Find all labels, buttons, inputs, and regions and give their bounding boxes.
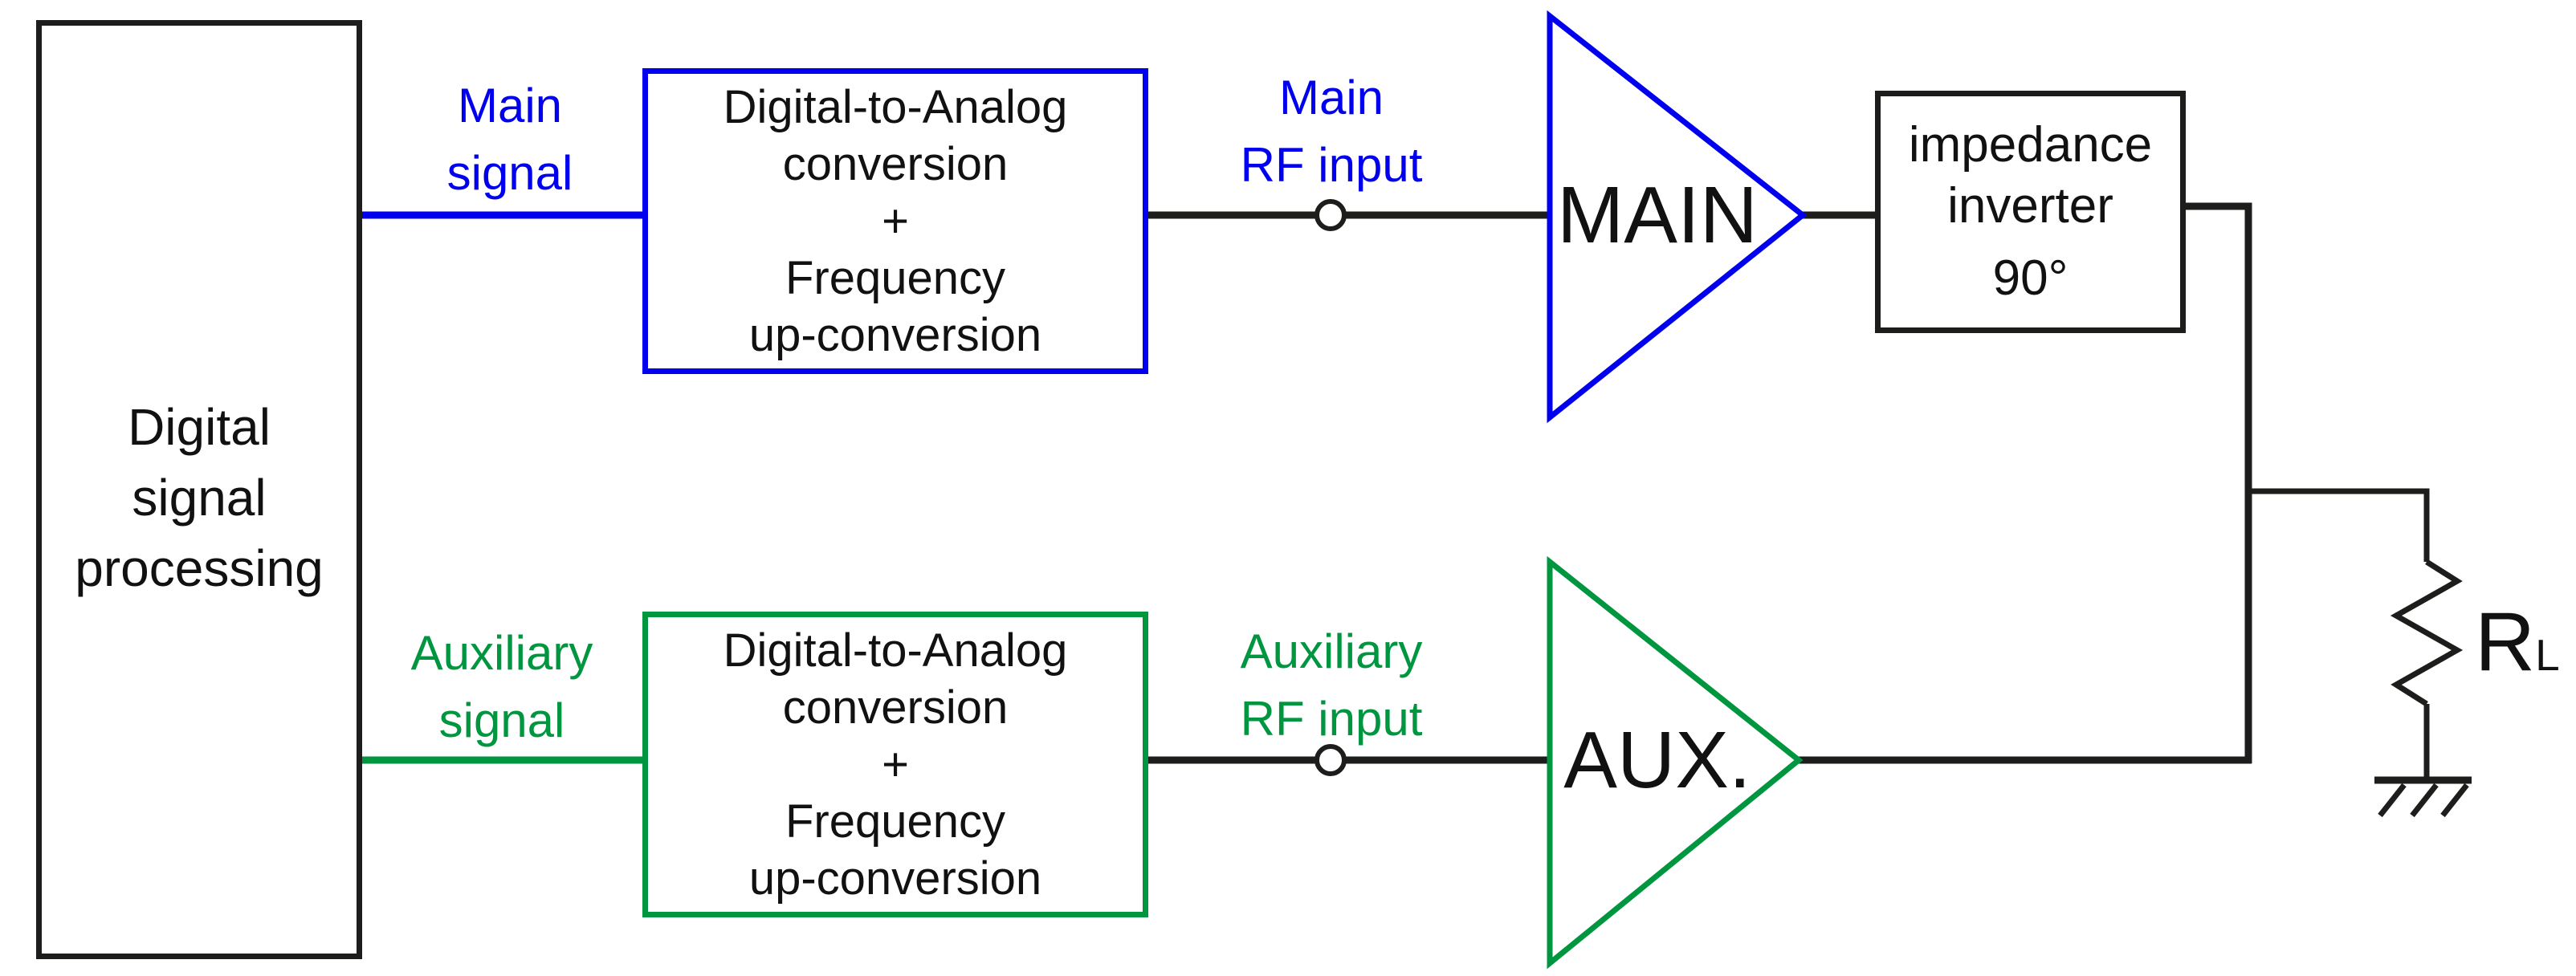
impedance-inverter-block: impedance inverter 90°	[1875, 91, 2186, 333]
main-signal-label-line: Main	[457, 79, 563, 132]
main-amplifier-label: MAIN	[1557, 169, 1758, 260]
dac-aux-label-line: conversion	[782, 681, 1009, 734]
dac-aux-label-line: Digital-to-Analog	[723, 624, 1068, 677]
ground-hatch-1	[2378, 783, 2407, 818]
dsp-block: Digital signal processing	[36, 20, 362, 959]
dsp-label-line: signal	[132, 469, 267, 527]
dac-aux-label-line: +	[882, 738, 909, 791]
dac-main-label-line: +	[882, 195, 909, 247]
aux-amplifier-label: AUX.	[1563, 714, 1751, 805]
main-signal-label-line: signal	[446, 146, 573, 200]
inverter-output-wire	[2183, 202, 2252, 763]
dsp-label-line: processing	[75, 539, 324, 597]
main-rf-input-label: Main RF input	[1172, 64, 1490, 199]
dac-aux-label-line: Frequency	[785, 795, 1006, 848]
load-resistor-subscript: L	[2535, 630, 2560, 680]
impedance-inverter-label-line: 90°	[1992, 250, 2069, 306]
resistor-zigzag	[2390, 559, 2464, 706]
main-rf-node-icon	[1314, 199, 1347, 231]
aux-rf-input-label-line: RF input	[1240, 692, 1423, 746]
load-branch-wire	[2245, 488, 2430, 562]
impedance-inverter-label-line: inverter	[1947, 178, 2113, 234]
main-signal-label: Main signal	[353, 72, 666, 207]
aux-amplifier-triangle	[1547, 555, 1804, 970]
dac-main-label-line: Frequency	[785, 252, 1006, 304]
dac-aux-label-line: up-conversion	[748, 852, 1042, 905]
dsp-label-line: Digital	[128, 398, 271, 456]
aux-signal-label: Auxiliary signal	[345, 620, 658, 754]
dac-upconversion-main-block: Digital-to-Analog conversion + Frequency…	[642, 68, 1148, 374]
dac-upconversion-aux-block: Digital-to-Analog conversion + Frequency…	[642, 612, 1148, 917]
aux-rf-node-icon	[1314, 744, 1347, 776]
dac-main-label-line: conversion	[782, 138, 1009, 190]
dac-main-label-line: Digital-to-Analog	[723, 81, 1068, 133]
load-resistor-label: RL	[2475, 600, 2560, 684]
aux-signal-label-line: Auxiliary	[410, 626, 593, 680]
aux-rf-input-label-line: Auxiliary	[1240, 624, 1423, 678]
load-resistor-symbol: R	[2475, 596, 2536, 689]
main-rf-input-label-line: RF input	[1240, 138, 1423, 192]
main-amplifier-triangle	[1547, 10, 1808, 424]
impedance-inverter-label-line: impedance	[1908, 117, 2153, 173]
aux-signal-label-line: signal	[438, 693, 565, 747]
dac-main-label-line: up-conversion	[748, 309, 1042, 361]
aux-rf-input-label: Auxiliary RF input	[1172, 618, 1490, 753]
ground-hatch-2	[2410, 783, 2439, 818]
main-rf-input-label-line: Main	[1278, 71, 1384, 124]
ground-hatch-3	[2440, 783, 2469, 818]
